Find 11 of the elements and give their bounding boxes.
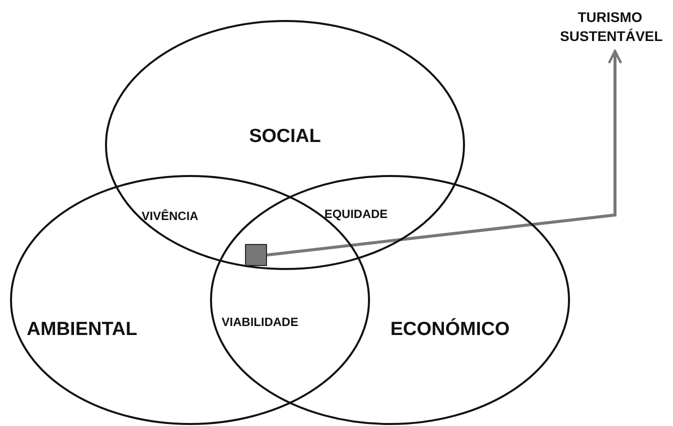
overlap-label: EQUIDADE (324, 207, 388, 221)
overlap-label: VIABILIDADE (222, 315, 298, 329)
marker-square (245, 244, 267, 266)
venn-circle (210, 175, 570, 425)
set-label: SOCIAL (249, 126, 321, 148)
callout-text: TURISMO SUSTENTÁVEL (560, 8, 660, 48)
leader-arrow (266, 50, 622, 256)
overlap-label: VIVÊNCIA (142, 209, 198, 223)
set-label: ECONÓMICO (390, 319, 510, 341)
set-label: AMBIENTAL (26, 319, 138, 341)
venn-circle (105, 20, 465, 270)
